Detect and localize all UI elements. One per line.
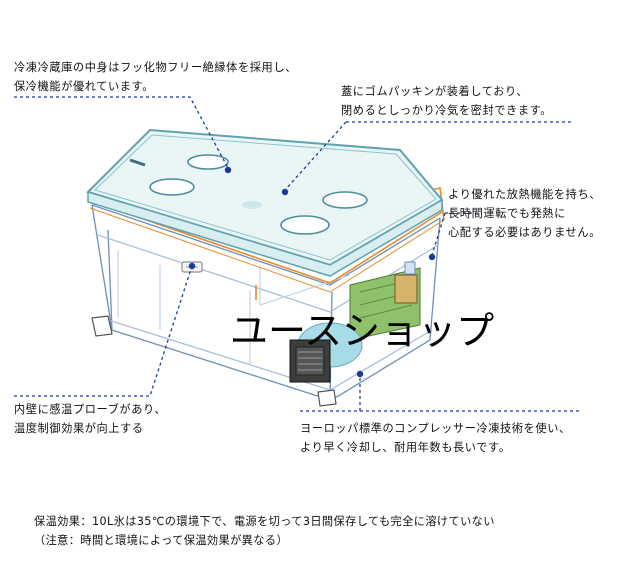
callout-heat-line3: 心配する必要はありません。 xyxy=(448,226,601,239)
callout-lid-seal: 蓋にゴムパッキンが装着しており、 閉めるとしっかり冷気を密封できます。 xyxy=(341,82,552,120)
callout-insulation-line2: 保冷機能が優れています。 xyxy=(14,80,154,93)
callout-heat-line1: より優れた放熱機能を持ち、 xyxy=(448,188,602,201)
callout-insulation-line1: 冷凍冷蔵庫の中身はフッ化物フリー絶縁体を採用し、 xyxy=(14,61,297,74)
callout-probe-line1: 内壁に感温プローブがあり、 xyxy=(14,403,167,416)
box-feet xyxy=(91,315,337,407)
callout-lid-seal-line2: 閉めるとしっかり冷気を密封できます。 xyxy=(341,104,553,117)
leader-dots xyxy=(188,166,436,378)
lid xyxy=(86,128,444,277)
leader-lines xyxy=(14,96,580,412)
cooling-board xyxy=(349,261,421,341)
insulation-note: 保温効果：10L氷は35℃の環境下で、電源を切って3日間保存しても完全に溶けてい… xyxy=(34,512,495,550)
callout-heat-dissipation: より優れた放熱機能を持ち、 長時間運転でも発熱に 心配する必要はありません。 xyxy=(448,185,601,242)
callout-compressor: ヨーロッパ標準のコンプレッサー冷凍技術を使い、 より早く冷却し、耐用年数も長いで… xyxy=(300,419,571,457)
callout-heat-line2: 長時間運転でも発熱に xyxy=(448,207,566,220)
callout-compressor-line1: ヨーロッパ標準のコンプレッサー冷凍技術を使い、 xyxy=(300,422,571,435)
compressor xyxy=(289,322,363,383)
callout-compressor-line2: より早く冷却し、耐用年数も長いです。 xyxy=(300,441,511,454)
callout-lid-seal-line1: 蓋にゴムパッキンが装着しており、 xyxy=(341,85,529,98)
note-line2: （注意：時間と環境によって保温効果が異なる） xyxy=(34,534,289,547)
callout-insulation: 冷凍冷蔵庫の中身はフッ化物フリー絶縁体を採用し、 保冷機能が優れています。 xyxy=(14,58,297,96)
shop-watermark: ユースショップ xyxy=(230,309,495,353)
callout-temp-probe: 内壁に感温プローブがあり、 温度制御効果が向上する xyxy=(14,400,166,438)
callout-probe-line2: 温度制御効果が向上する xyxy=(14,422,144,435)
note-line1: 保温効果：10L氷は35℃の環境下で、電源を切って3日間保存しても完全に溶けてい… xyxy=(34,515,495,528)
